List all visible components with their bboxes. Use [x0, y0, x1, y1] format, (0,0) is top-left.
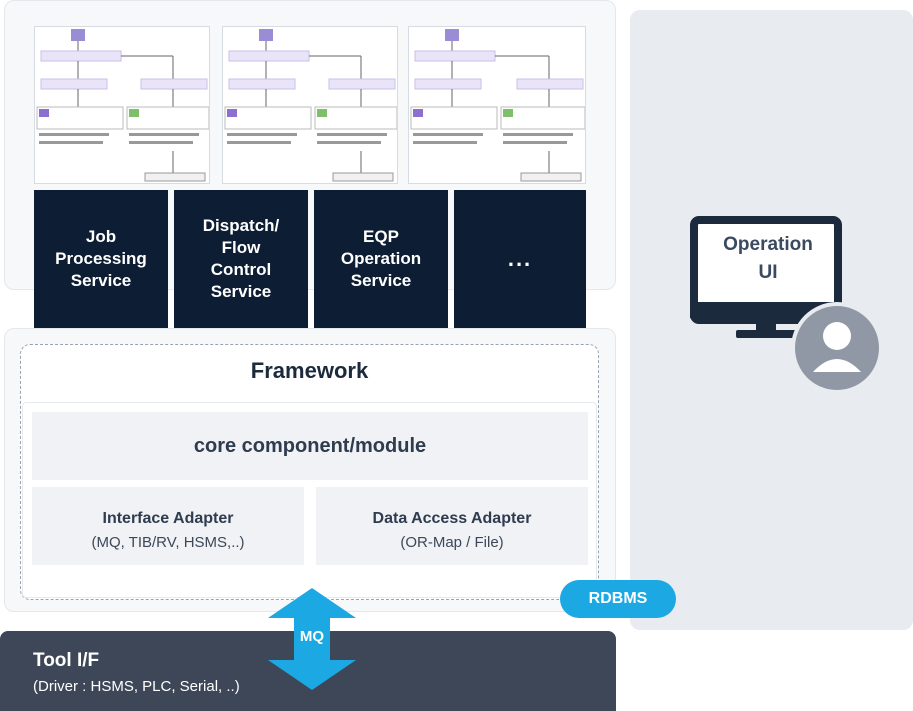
rdbms-badge: RDBMS: [560, 580, 676, 618]
interface-adapter-sub: (MQ, TIB/RV, HSMS,..): [91, 534, 245, 551]
service-label: Dispatch/ Flow Control Service: [202, 216, 280, 301]
service-box-job-processing: Job Processing Service: [34, 190, 168, 328]
service-box-dispatch-flow-control: Dispatch/ Flow Control Service: [174, 190, 308, 328]
flow-diagram-graphic: [224, 29, 397, 182]
core-component-box: core component/module: [32, 412, 588, 480]
interface-adapter-box: Interface Adapter (MQ, TIB/RV, HSMS,..): [32, 487, 304, 565]
data-access-adapter-sub: (OR-Map / File): [400, 534, 504, 551]
service-label: Job Processing Service: [55, 227, 147, 290]
flow-diagram-graphic: [36, 29, 209, 182]
data-access-adapter-title: Data Access Adapter: [372, 510, 532, 527]
service-box-eqp-operation: EQP Operation Service: [314, 190, 448, 328]
flow-diagram-thumbnail-2: [222, 26, 398, 184]
monitor-icon: [690, 216, 883, 394]
flow-diagram-thumbnail-1: [34, 26, 210, 184]
data-access-adapter-box: Data Access Adapter (OR-Map / File): [316, 487, 588, 565]
service-box-more: ...: [454, 190, 586, 328]
flow-diagram-thumbnail-3: [408, 26, 586, 184]
mq-double-arrow-icon: [268, 588, 356, 690]
mq-label: MQ: [299, 628, 325, 645]
tool-if-title: Tool I/F: [33, 650, 100, 671]
interface-adapter-title: Interface Adapter: [102, 510, 234, 527]
service-label: EQP Operation Service: [340, 227, 422, 290]
flow-diagram-graphic: [410, 29, 585, 182]
framework-title: Framework: [250, 358, 369, 383]
operation-ui-label: Operation UI: [723, 234, 813, 283]
tool-if-subtitle: (Driver : HSMS, PLC, Serial, ..): [33, 678, 240, 695]
service-label: ...: [507, 246, 533, 271]
